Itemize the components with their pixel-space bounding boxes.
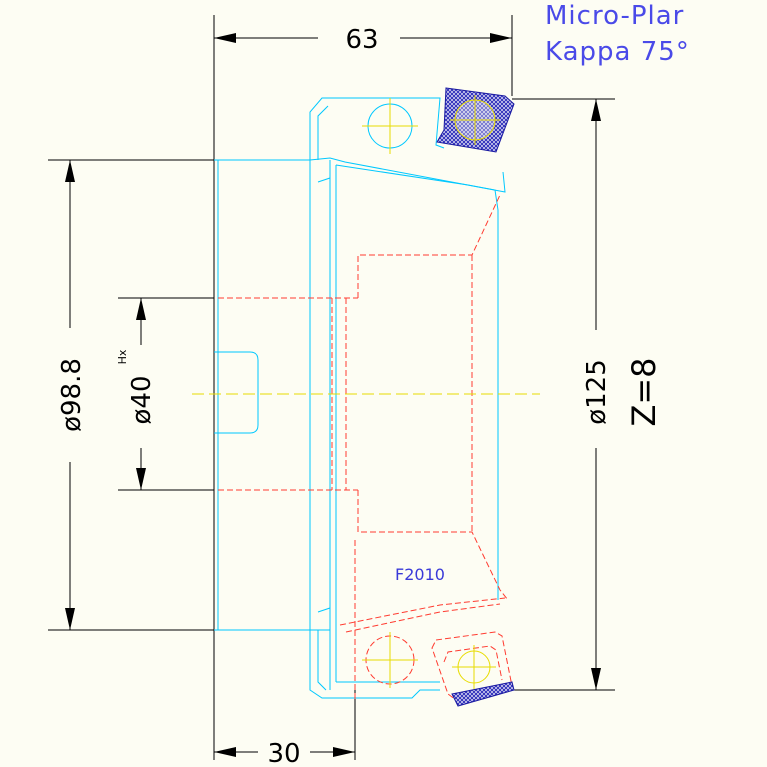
insert-code-label: F2010 bbox=[395, 565, 445, 584]
dimension-text-40: ø40 bbox=[127, 376, 157, 425]
dimension-text-125: ø125 bbox=[582, 359, 612, 425]
title-line-2: Kappa 75° bbox=[545, 37, 690, 67]
dimension-cutter-diameter: ø125 Z=8 bbox=[582, 99, 663, 690]
teeth-count-text: Z=8 bbox=[625, 357, 663, 426]
dimension-width-overall: 63 bbox=[214, 25, 512, 55]
dimension-text-98-8: ø98.8 bbox=[57, 358, 87, 432]
body-outline bbox=[309, 97, 506, 699]
insert-top bbox=[436, 87, 515, 153]
dimension-bore: ø40 Hx bbox=[116, 298, 157, 490]
insert-bottom bbox=[451, 681, 515, 707]
dimension-bore-outer: ø98.8 bbox=[57, 160, 87, 630]
hidden-lines bbox=[218, 194, 513, 701]
centerlines bbox=[192, 98, 540, 689]
title-line-1: Micro-Plar bbox=[545, 1, 684, 31]
extension-lines bbox=[48, 15, 615, 760]
dimension-width-hub: 30 bbox=[214, 739, 355, 767]
hub-outline bbox=[214, 159, 311, 631]
dimension-text-63: 63 bbox=[345, 25, 378, 55]
dimension-tolerance-hx: Hx bbox=[116, 349, 129, 364]
dimension-text-30: 30 bbox=[267, 739, 300, 767]
